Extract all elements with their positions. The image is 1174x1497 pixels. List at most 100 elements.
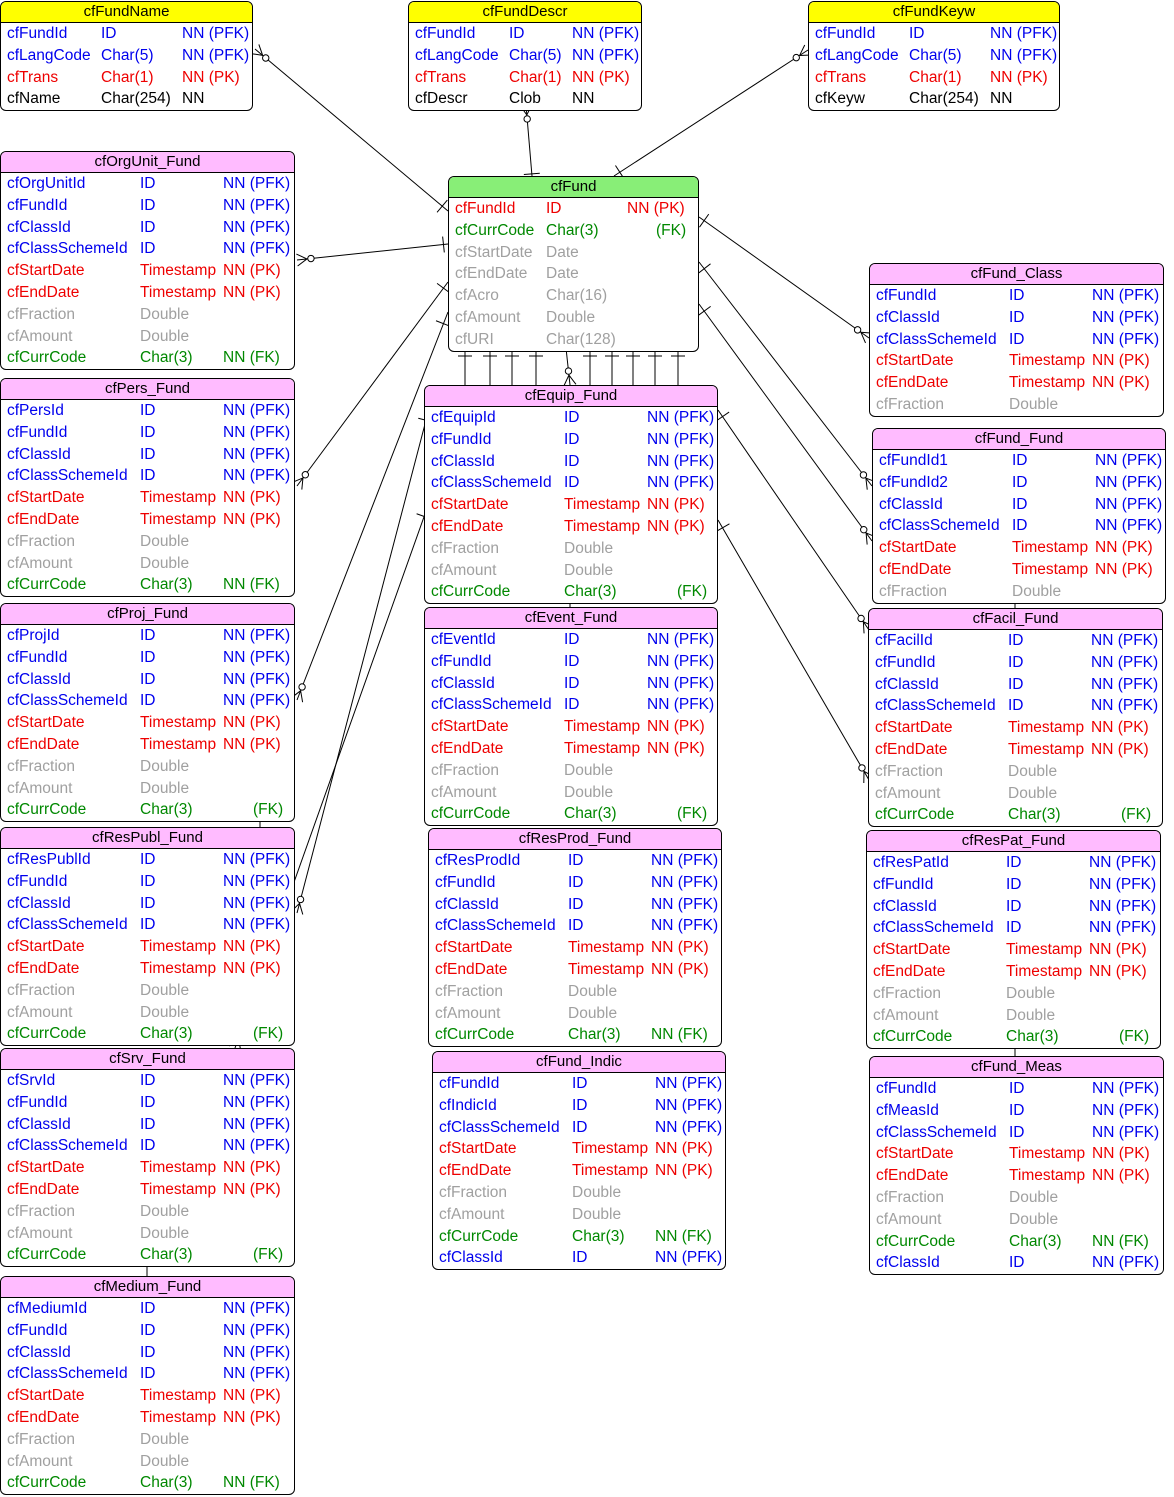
attribute-type: Char(3): [140, 576, 193, 594]
attribute-name: cfEndDate: [431, 739, 504, 757]
attribute-name: cfAmount: [431, 783, 497, 801]
attribute-type: Double: [140, 305, 190, 323]
attribute-name: cfClassId: [7, 445, 71, 463]
attribute-name: cfFundId: [7, 25, 68, 42]
entity-title: cfFund_Indic: [433, 1052, 725, 1073]
attribute-name: cfOrgUnitId: [7, 175, 86, 192]
attribute-type: Double: [564, 561, 614, 579]
attribute-constraint: NN (PFK): [1089, 897, 1157, 915]
attribute-type: ID: [101, 25, 117, 42]
attribute-name: cfClassSchemeId: [7, 692, 128, 710]
relationship-line: [698, 303, 873, 542]
attribute-constraint: NN (PFK): [990, 46, 1058, 64]
attribute-name: cfCurrCode: [435, 1026, 515, 1044]
attribute-type: ID: [509, 25, 525, 42]
attribute-type: Double: [140, 554, 190, 572]
attribute-constraint: NN (PK): [1091, 740, 1149, 758]
optional-marker: [296, 895, 305, 904]
relationship-line: [296, 281, 449, 487]
attribute-name: cfStartDate: [439, 1140, 517, 1158]
attribute-type: ID: [572, 1075, 588, 1092]
attribute-type: ID: [140, 1137, 156, 1155]
attribute-constraint: NN (PK): [1089, 941, 1147, 959]
attribute-name: cfEndDate: [7, 1408, 80, 1426]
attribute-name: cfFraction: [7, 532, 76, 550]
attribute-type: Timestamp: [1008, 740, 1085, 758]
attribute-constraint: NN (PFK): [223, 648, 291, 666]
attribute-name: cfClassSchemeId: [435, 917, 556, 935]
attribute-type: ID: [564, 631, 580, 648]
attribute-type: Double: [572, 1183, 622, 1201]
attribute-type: ID: [140, 1321, 156, 1339]
attribute-constraint: NN (PFK): [223, 1072, 291, 1089]
attribute-constraint: NN (PFK): [182, 25, 250, 42]
attribute-constraint: NN (PK): [647, 517, 705, 535]
attribute-name: cfFundId: [7, 423, 68, 441]
attribute-constraint: NN (PFK): [1092, 1254, 1160, 1272]
attribute-constraint: NN (PFK): [223, 916, 291, 934]
attribute-name: cfFraction: [7, 1430, 76, 1448]
attribute-name: cfURI: [455, 330, 494, 348]
attribute-name: cfClassSchemeId: [876, 330, 997, 348]
attribute-name: cfStartDate: [7, 489, 85, 507]
optional-marker: [792, 53, 800, 62]
attribute-name: cfStartDate: [875, 719, 953, 737]
attribute-type: Char(3): [1006, 1028, 1059, 1046]
attribute-name: cfClassId: [879, 495, 943, 513]
attribute-name: cfClassId: [7, 1115, 71, 1133]
attribute-name: cfClassId: [439, 1249, 503, 1267]
attribute-type: Timestamp: [140, 283, 217, 301]
attribute-name: cfEndDate: [876, 1167, 949, 1185]
attribute-type: ID: [140, 894, 156, 912]
attribute-type: ID: [140, 467, 156, 485]
attribute-type: ID: [1006, 875, 1022, 893]
attribute-constraint: NN (PK): [627, 200, 685, 217]
attribute-type: Timestamp: [1008, 719, 1085, 737]
attribute-name: cfEndDate: [7, 735, 80, 753]
